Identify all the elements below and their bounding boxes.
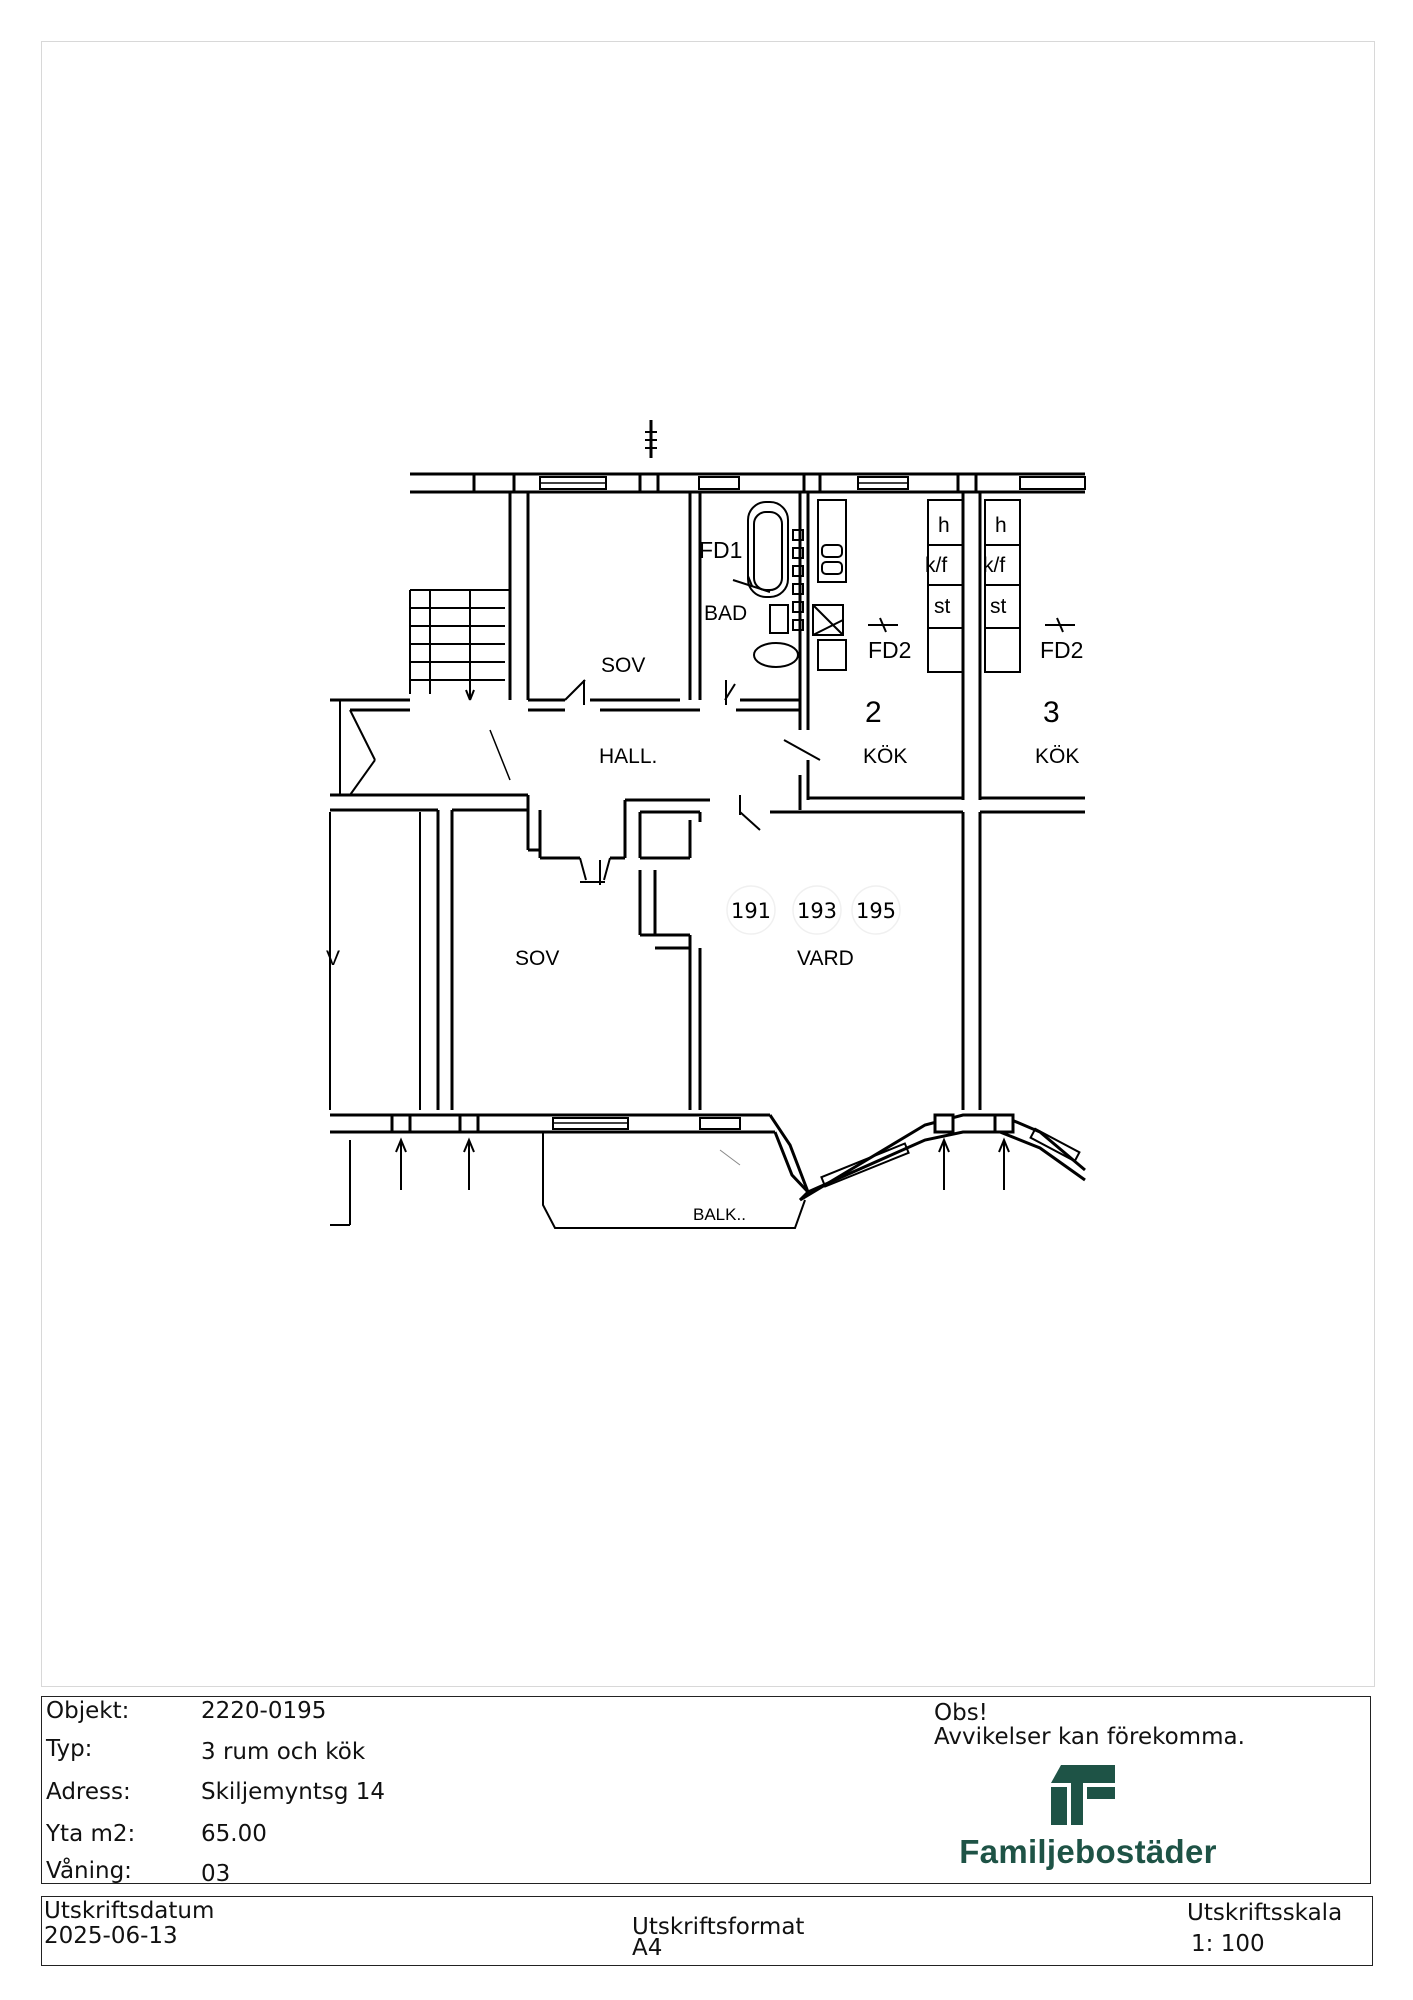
entry-area xyxy=(329,700,511,1110)
room-label-balk: BALK.. xyxy=(693,1205,746,1224)
balcony xyxy=(542,1132,806,1229)
room-number-3: 3 xyxy=(1043,696,1060,729)
yta-label: Yta m2: xyxy=(46,1821,136,1847)
stairwell xyxy=(409,589,510,701)
room-label-kok-2: KÖK xyxy=(863,745,907,768)
house-logo-icon xyxy=(1051,1765,1115,1825)
unit-marker-195[interactable]: 195 xyxy=(856,899,896,923)
objekt-label: Objekt: xyxy=(46,1698,130,1724)
datum-label: Utskriftsdatum xyxy=(44,1898,215,1924)
room-label-sov-bottom: SOV xyxy=(515,947,559,970)
room-label-bad: BAD xyxy=(704,602,747,625)
kitchen-3-fixtures xyxy=(984,499,1075,673)
footer-skala: Utskriftsskala 1: 100 xyxy=(1187,1901,1342,1957)
room-label-sov-top: SOV xyxy=(601,654,645,677)
bottom-wall xyxy=(330,1113,1086,1202)
north-arrow-icon xyxy=(645,420,657,458)
logo-text: Familjebostäder xyxy=(959,1833,1217,1870)
floor-plan: SOV BAD FD1 HALL. SOV VARD V BALK.. 2 KÖ… xyxy=(326,420,1086,1229)
footer-datum: Utskriftsdatum 2025-06-13 xyxy=(44,1899,214,1949)
cabinet-b-kf: k/f xyxy=(983,554,1005,577)
yta-value: 65.00 xyxy=(201,1821,267,1847)
vent-arrows xyxy=(330,680,1010,1226)
fd2-label-b: FD2 xyxy=(1040,637,1083,663)
room-label-v-partial: V xyxy=(326,947,340,970)
obs-text: Avvikelser kan förekomma. xyxy=(934,1724,1245,1750)
info-box: Objekt: 2220-0195 Typ: 3 rum och kök Adr… xyxy=(41,1696,1371,1887)
adress-label: Adress: xyxy=(46,1779,131,1805)
cabinet-a-h: h xyxy=(938,514,950,537)
room-label-kok-3: KÖK xyxy=(1035,745,1079,768)
room-number-2: 2 xyxy=(865,696,882,729)
cabinet-b-st: st xyxy=(990,595,1007,618)
datum-value: 2025-06-13 xyxy=(44,1923,178,1949)
obs-title: Obs! xyxy=(934,1700,988,1726)
unit-markers: 191 193 195 xyxy=(726,885,901,935)
bath-fixtures xyxy=(732,501,804,668)
vaning-value: 03 xyxy=(201,1861,231,1887)
typ-value: 3 rum och kök xyxy=(201,1739,366,1765)
top-wall xyxy=(410,472,1086,494)
obs-note: Obs! Avvikelser kan förekomma. xyxy=(934,1701,1245,1749)
vaning-label: Våning: xyxy=(46,1858,132,1884)
print-footer: Utskriftsdatum 2025-06-13 Utskriftsforma… xyxy=(41,1896,1373,1966)
cabinet-a-kf: k/f xyxy=(925,554,947,577)
room-label-vard: VARD xyxy=(797,947,854,970)
objekt-value: 2220-0195 xyxy=(201,1698,327,1724)
drawing-frame xyxy=(41,41,1375,1687)
room-label-hall: HALL. xyxy=(599,745,657,768)
unit-marker-193[interactable]: 193 xyxy=(797,899,837,923)
cabinet-b-h: h xyxy=(995,514,1007,537)
room-label-fd1: FD1 xyxy=(699,537,742,563)
adress-value: Skiljemyntsg 14 xyxy=(201,1779,386,1805)
skala-label: Utskriftsskala xyxy=(1187,1900,1343,1926)
unit-marker-191[interactable]: 191 xyxy=(731,899,771,923)
company-logo: Familjebostäder xyxy=(958,1765,1218,1877)
format-value: A4 xyxy=(632,1935,663,1961)
cabinet-a-st: st xyxy=(934,595,951,618)
footer-format: Utskriftsformat A4 xyxy=(632,1915,804,1961)
typ-label: Typ: xyxy=(46,1736,93,1762)
skala-value: 1: 100 xyxy=(1191,1931,1265,1957)
fd2-label-a: FD2 xyxy=(868,637,911,663)
kitchen-2-fixtures xyxy=(812,499,964,673)
format-label: Utskriftsformat xyxy=(632,1914,805,1940)
interior-walls xyxy=(330,492,1085,1110)
